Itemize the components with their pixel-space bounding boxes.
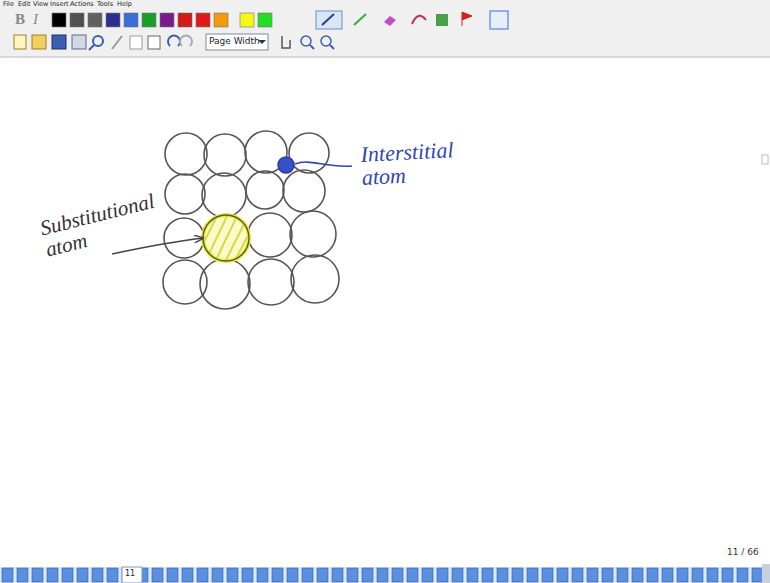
bar-end — [762, 564, 770, 583]
page-cells — [2, 568, 763, 582]
menu-item: Help — [117, 1, 132, 8]
leader-line — [295, 162, 352, 166]
side-tab — [762, 155, 768, 164]
italic-button: I — [33, 12, 38, 27]
menu-item: Tools — [97, 1, 113, 8]
handwritten-label: Substitutional atom — [38, 190, 162, 261]
menu-item: Actions — [70, 1, 94, 8]
zoom-select: Page Width — [209, 37, 260, 46]
page-number: 11 — [125, 570, 135, 578]
interstitial-atom — [278, 157, 294, 173]
substitutional-atom — [200, 210, 252, 264]
pen-tools — [316, 11, 508, 29]
menu-item: Edit — [18, 1, 31, 8]
leader-arrow — [112, 238, 203, 254]
file-tools — [14, 34, 334, 50]
page-bar — [0, 567, 770, 583]
menu-item: Insert — [50, 1, 69, 8]
bold-button: B — [15, 12, 25, 27]
menu-item: View — [33, 1, 48, 8]
atom-lattice — [163, 131, 339, 309]
toolbar-border — [0, 57, 770, 58]
page-counter: 11 / 66 — [727, 548, 759, 557]
handwritten-label: Interstitial atom — [360, 138, 455, 189]
pen-colors — [52, 13, 272, 27]
menu-item: File — [3, 1, 14, 8]
toolbar-ground — [0, 0, 770, 57]
current-page-cell — [122, 567, 142, 583]
